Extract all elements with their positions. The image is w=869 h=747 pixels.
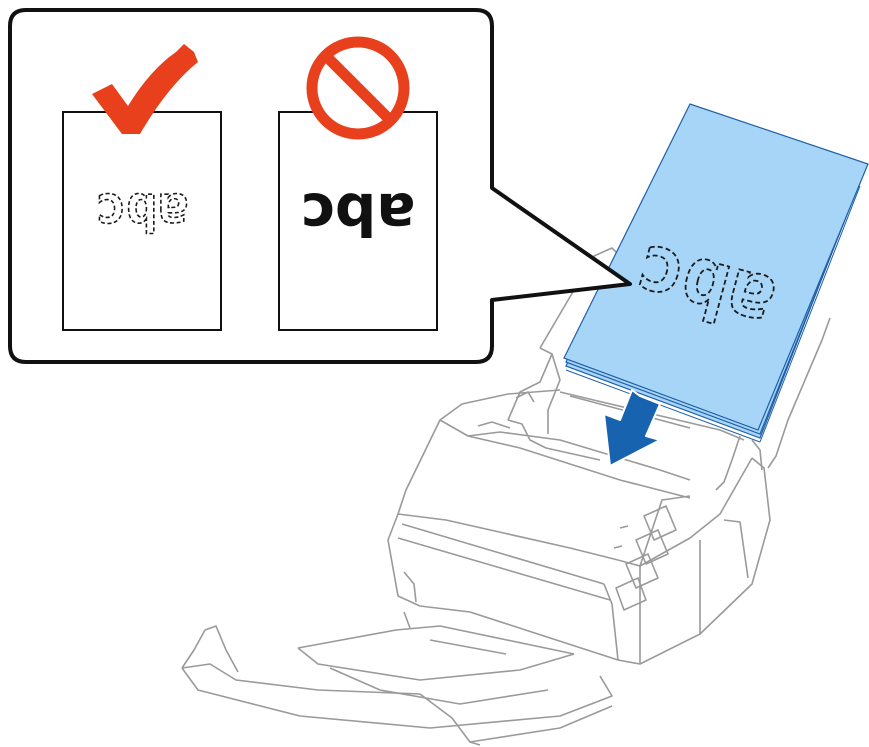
scanner-body: [387, 389, 771, 665]
paper-stack: abc: [563, 103, 869, 443]
scanner-illustration: [181, 247, 831, 746]
control-panel: [613, 505, 677, 611]
incorrect-sheet-text: abc: [300, 180, 415, 248]
incorrect-example: abc: [278, 36, 438, 331]
incorrect-sheet: [278, 111, 438, 331]
paper-stack-edges: [565, 185, 861, 443]
arrow-down-icon: [603, 389, 661, 467]
correct-sheet-text: abc: [95, 181, 189, 241]
checkmark-icon: [92, 44, 198, 134]
output-tray: [181, 611, 613, 746]
input-tray: [477, 247, 831, 491]
correct-example: abc: [62, 44, 222, 331]
prohibited-icon: [306, 36, 410, 140]
